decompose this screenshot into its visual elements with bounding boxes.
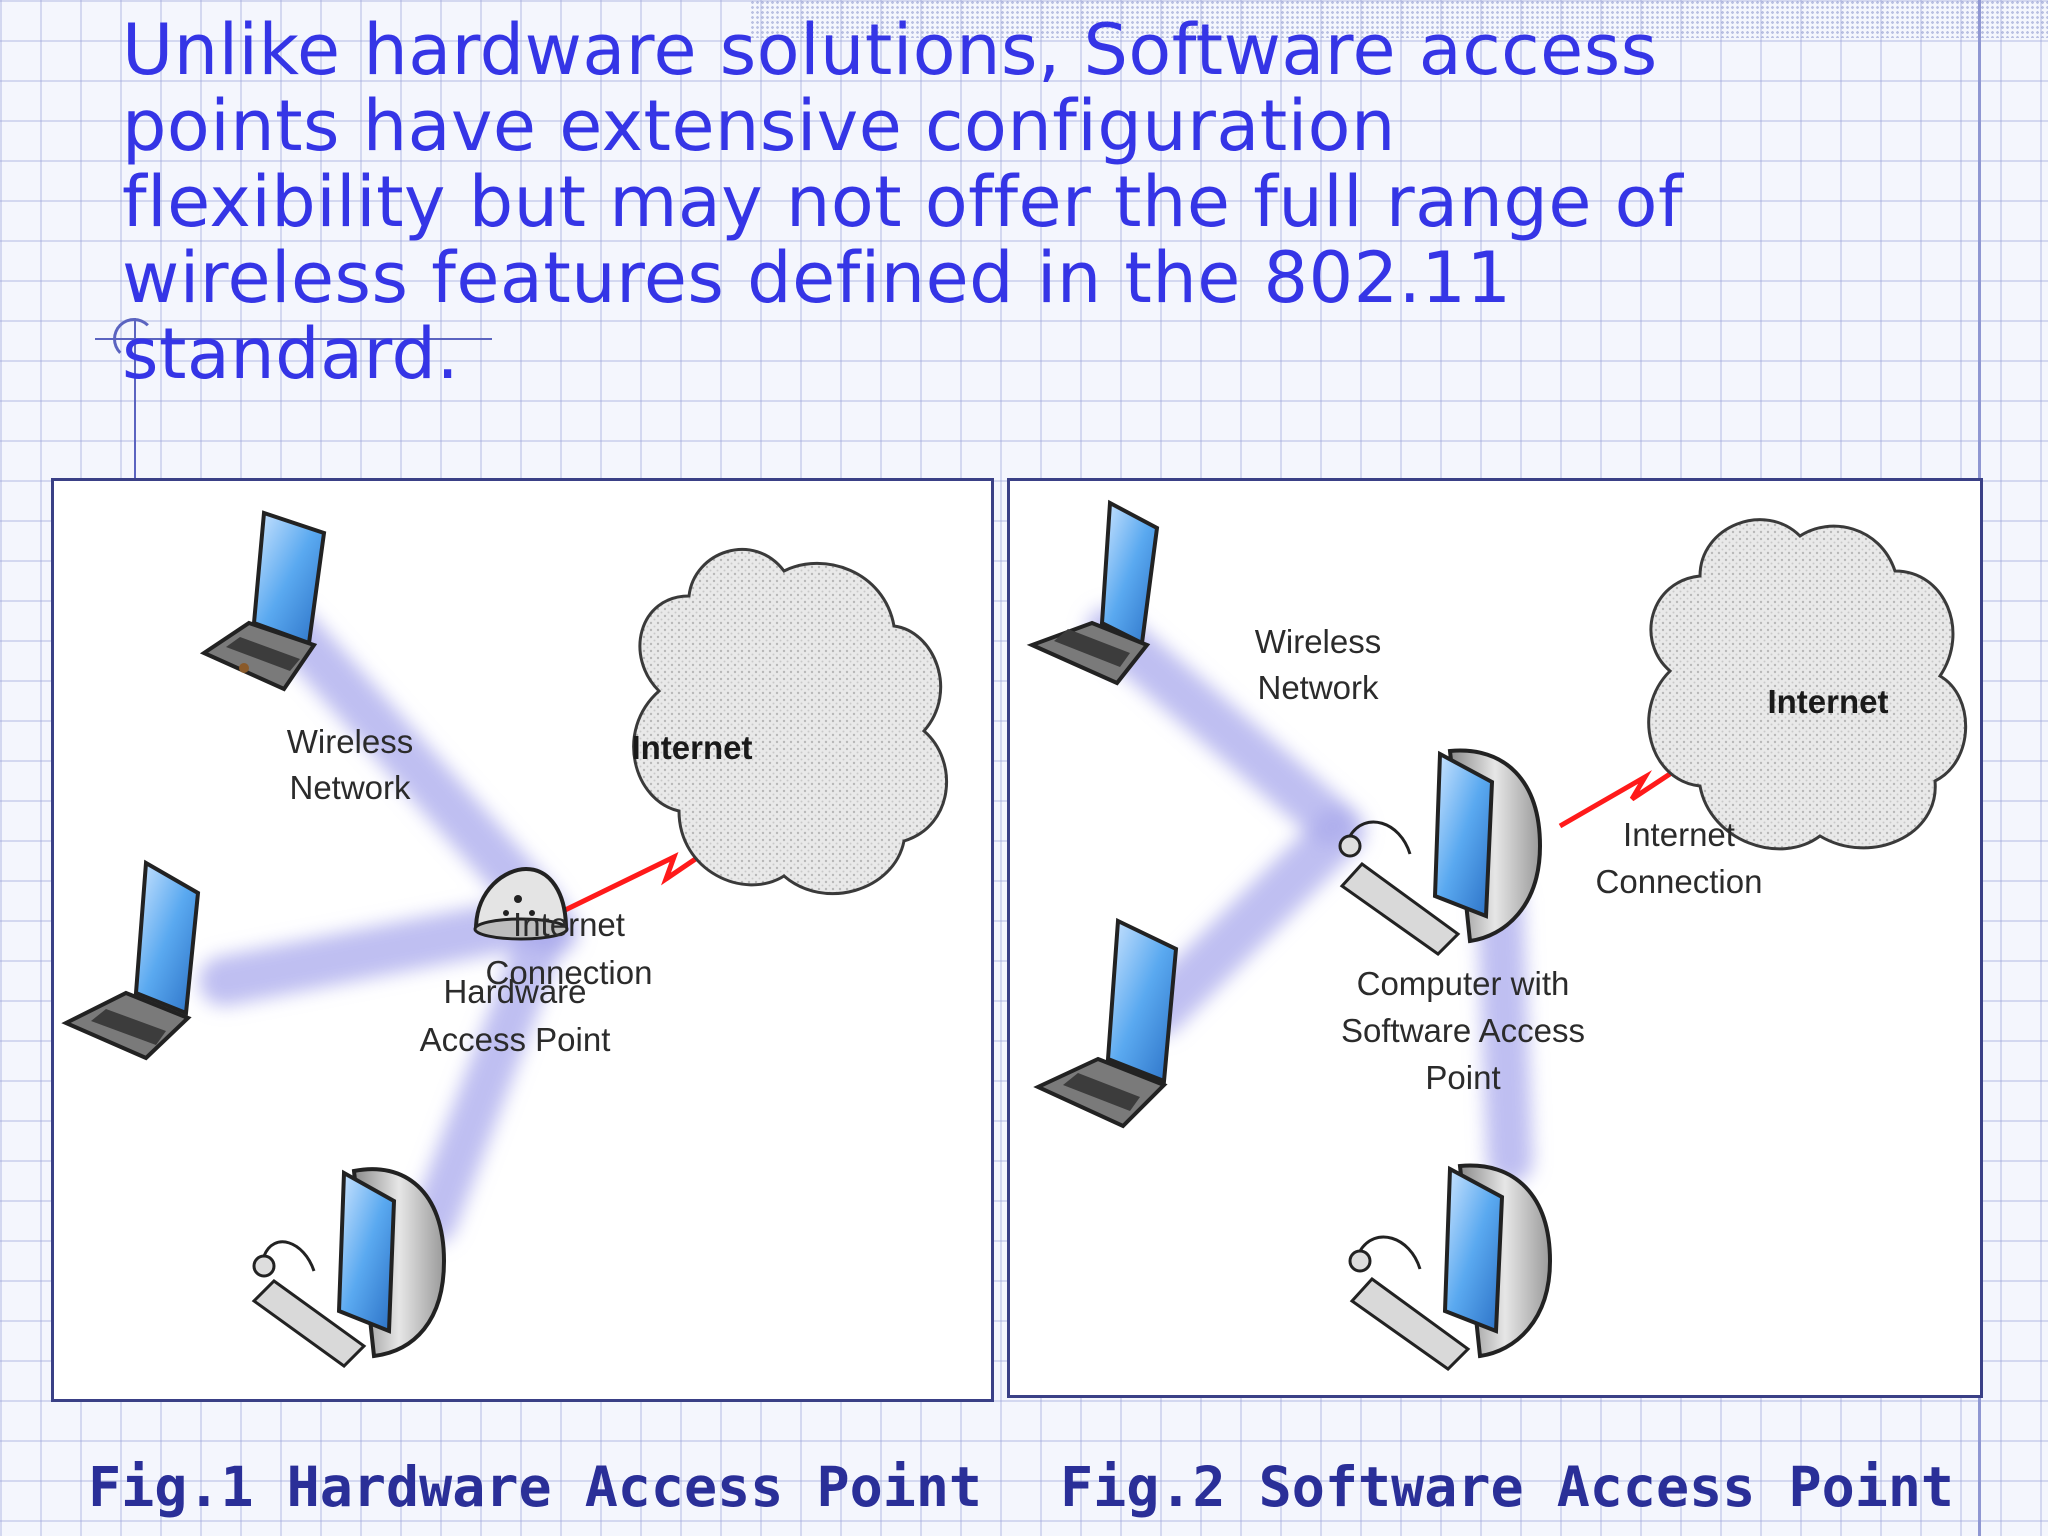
figure-1-diagram: Wireless Network Internet Internet Conne… [61, 510, 948, 1368]
decor-circle [113, 318, 155, 360]
label-wireless-network-line1: Wireless [287, 723, 414, 760]
access-point-icon [473, 866, 569, 941]
label-internet: Internet [631, 729, 752, 766]
label-internet-connection-line1: Internet [513, 906, 625, 943]
laptop-icon [199, 510, 327, 692]
label-access-point-line3: Point [1425, 1059, 1500, 1096]
wireless-beam-desktop [411, 908, 567, 1244]
laptop-icon [1026, 499, 1160, 686]
keyboard-icon [1339, 861, 1461, 956]
laptop-icon [1033, 917, 1179, 1129]
desktop-computer-icon [1348, 1163, 1553, 1371]
wireless-beam-lower-laptop [1135, 806, 1365, 1036]
cloud-icon [1647, 518, 1968, 851]
figure-2-diagram: Wireless Network Internet Internet Conne… [1026, 499, 1968, 1371]
wireless-beam-desktop [1477, 878, 1533, 1184]
label-internet: Internet [1767, 683, 1888, 720]
figure-2-panel: Wireless Network Internet Internet Conne… [1007, 478, 1983, 1398]
wireless-beam-top-laptop [1086, 607, 1354, 845]
desktop-computer-icon [1338, 748, 1543, 956]
heading-line-3: flexibility but may not offer the full r… [122, 161, 1684, 243]
label-access-point-line1: Computer with [1357, 965, 1570, 1002]
heading-line-4: wireless features defined in the 802.11 [122, 237, 1512, 319]
heading-line-1: Unlike hardware solutions, Software acce… [122, 9, 1658, 91]
keyboard-icon [1349, 1276, 1471, 1371]
heading-line-2: points have extensive configuration [122, 85, 1396, 167]
label-access-point-line2: Access Point [420, 1021, 611, 1058]
label-wireless-network-line1: Wireless [1255, 623, 1382, 660]
laptop-icon [61, 859, 201, 1061]
desktop-computer-icon [251, 1167, 447, 1368]
decor-vertical-rule [134, 318, 136, 478]
label-internet-connection-line2: Connection [486, 954, 653, 991]
label-internet-connection-line2: Connection [1596, 863, 1763, 900]
decor-horizontal-rule [95, 338, 492, 340]
label-internet-connection-line1: Internet [1623, 816, 1735, 853]
keyboard-icon [251, 1279, 367, 1368]
header-stipple-band [750, 0, 2048, 38]
cloud-icon [632, 547, 948, 896]
figure-2-caption: Fig.2 Software Access Point [1060, 1455, 1955, 1519]
label-wireless-network-line2: Network [289, 769, 411, 806]
figure-1-caption: Fig.1 Hardware Access Point [88, 1455, 983, 1519]
figure-1-panel: Wireless Network Internet Internet Conne… [51, 478, 994, 1402]
label-access-point-line1: Hardware [443, 973, 586, 1010]
slide-heading: Unlike hardware solutions, Software acce… [122, 12, 1962, 392]
label-wireless-network-line2: Network [1257, 669, 1379, 706]
label-access-point-line2: Software Access [1341, 1012, 1585, 1049]
wireless-beams [1086, 607, 1533, 1184]
heading-line-5: standard. [122, 313, 460, 395]
